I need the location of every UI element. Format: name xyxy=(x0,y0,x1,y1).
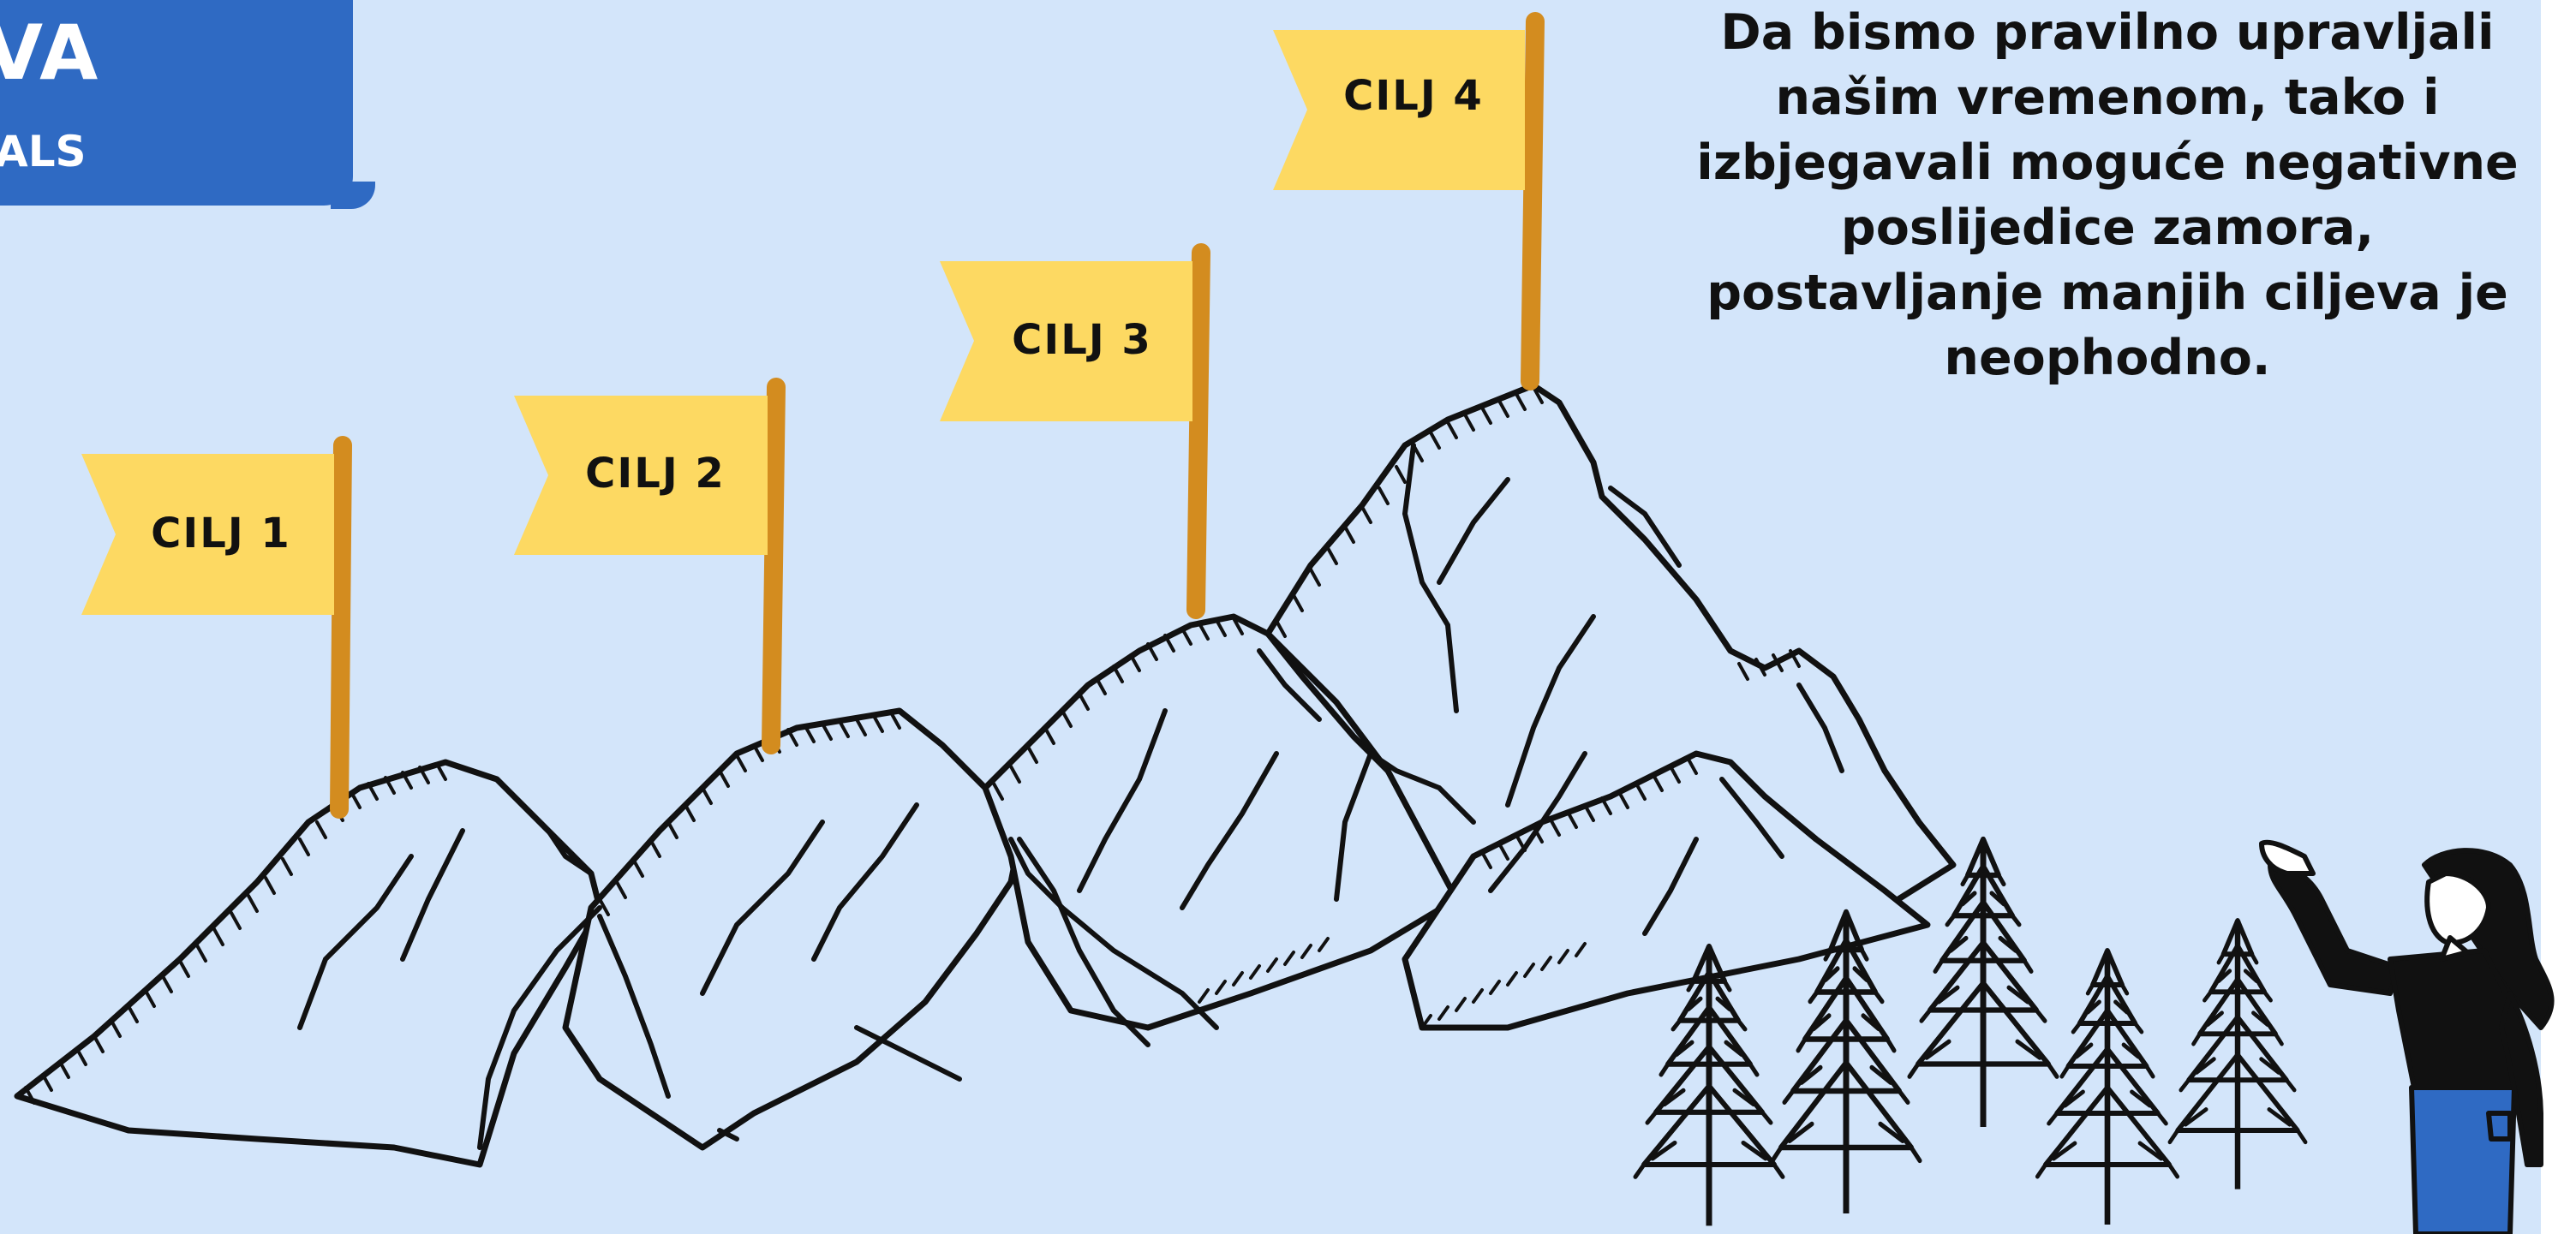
flag-4: CILJ 4 xyxy=(1273,12,1545,390)
flag-2: CILJ 2 xyxy=(514,378,786,754)
flag-4-label: CILJ 4 xyxy=(1343,72,1484,120)
banner-subtitle: ALS xyxy=(0,127,87,176)
right-edge-strip xyxy=(2541,0,2576,1234)
flag-3-label: CILJ 3 xyxy=(1012,316,1152,364)
flag-3: CILJ 3 xyxy=(940,243,1210,619)
woman-pointing-illustration xyxy=(2259,839,2555,1234)
goal-quote: Da bismo pravilno upravljali našim vreme… xyxy=(1696,4,2519,386)
title-banner: VA ALS xyxy=(0,0,353,206)
flag-1-label: CILJ 1 xyxy=(151,510,291,557)
mountain-range-illustration xyxy=(14,382,1957,1168)
banner-title: VA xyxy=(0,9,100,97)
flag-2-label: CILJ 2 xyxy=(585,450,726,498)
flag-1: CILJ 1 xyxy=(81,436,352,819)
